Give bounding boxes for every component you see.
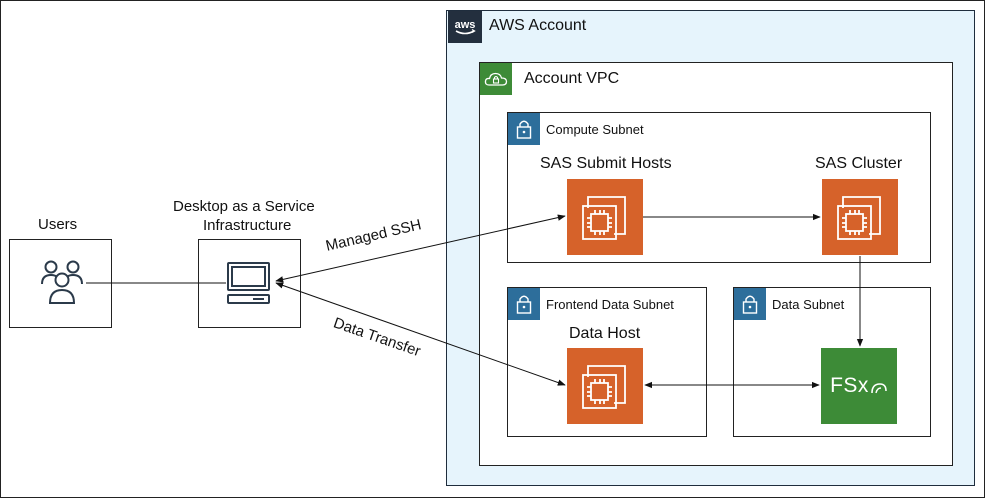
- users-node: [9, 239, 112, 328]
- ec2-instance-icon: [837, 196, 881, 240]
- fsx-logo-text: FSx: [830, 374, 869, 397]
- vpc-badge: [480, 63, 512, 95]
- fsx-gauge-icon: [871, 383, 887, 394]
- cluster-node: [822, 179, 898, 255]
- ec2-instance-icon: [582, 365, 626, 409]
- ec2-instance-icon: [582, 196, 626, 240]
- submit-hosts-label: SAS Submit Hosts: [540, 155, 672, 172]
- submit-hosts-node: [567, 179, 643, 255]
- daas-node: [198, 239, 301, 328]
- svg-text:aws: aws: [455, 19, 476, 31]
- daas-label-line2: Infrastructure: [203, 217, 292, 234]
- daas-label-line1: Desktop as a Service: [173, 198, 315, 215]
- aws-account-title: AWS Account: [489, 17, 587, 34]
- data-host-label: Data Host: [569, 325, 641, 342]
- desktop-icon: [227, 262, 270, 304]
- data-subnet-title: Data Subnet: [772, 297, 845, 312]
- aws-logo-icon: aws: [455, 19, 476, 35]
- data-host-node: [567, 348, 643, 424]
- frontend-subnet-badge: [508, 288, 540, 320]
- compute-subnet-title: Compute Subnet: [546, 122, 644, 137]
- compute-subnet-badge: [508, 113, 540, 145]
- vpc-title: Account VPC: [524, 70, 620, 87]
- fsx-node: FSx: [821, 348, 897, 424]
- cloud-lock-icon: [484, 72, 508, 86]
- lock-icon: [742, 295, 758, 314]
- data-subnet-badge: [734, 288, 766, 320]
- users-label: Users: [38, 216, 78, 233]
- lock-icon: [516, 120, 532, 139]
- frontend-subnet-title: Frontend Data Subnet: [546, 297, 674, 312]
- users-icon: [41, 260, 83, 304]
- aws-logo-badge: aws: [448, 11, 482, 43]
- lock-icon: [516, 295, 532, 314]
- cluster-label: SAS Cluster: [815, 155, 903, 172]
